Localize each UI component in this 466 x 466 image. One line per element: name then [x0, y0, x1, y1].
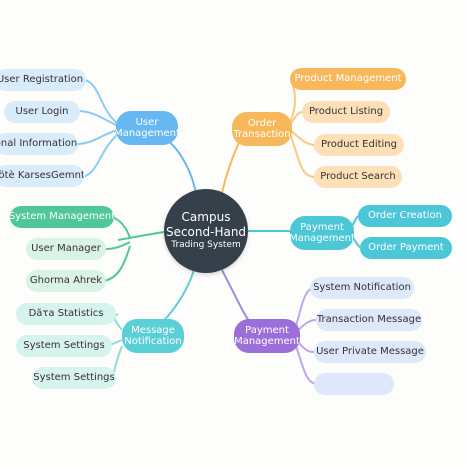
edge-center-system-group — [117, 231, 165, 241]
node-system-notification[interactable]: System Notification — [310, 277, 414, 299]
node-user-manager[interactable]: User Manager — [26, 238, 106, 260]
node-system-settings-2[interactable]: System Settings — [32, 367, 116, 389]
node-order-creation[interactable]: Order Creation — [358, 205, 452, 227]
node-product-search[interactable]: Product Search — [314, 166, 402, 188]
edge-personal-information — [77, 129, 119, 145]
node-empty[interactable] — [314, 373, 394, 395]
edge-product-editing — [289, 129, 315, 146]
central-topic-line1: Campus — [181, 210, 231, 225]
edge-system-management — [111, 216, 131, 239]
edge-center-payment-bottom — [221, 269, 251, 323]
branch-user-management[interactable]: User Management — [116, 111, 178, 145]
node-user-registration[interactable]: User Registration — [0, 69, 86, 91]
edge-product-search — [289, 133, 315, 178]
edge-ghorma-ahrek — [103, 245, 131, 282]
branch-message-notification[interactable]: Message Notification — [122, 319, 184, 353]
branch-payment-management-bottom[interactable]: Payment Management — [234, 319, 300, 353]
edge-center-order-transaction — [221, 139, 241, 194]
branch-order-transaction[interactable]: Order Transaction — [232, 112, 292, 146]
node-product-editing[interactable]: Product Editing — [314, 134, 404, 156]
edge-center-message-notification — [161, 269, 195, 323]
node-user-private-message[interactable]: User Private Message — [314, 341, 426, 363]
node-personal-information[interactable]: onal Information — [0, 133, 78, 155]
node-user-login[interactable]: User Login — [4, 101, 80, 123]
node-profile-management[interactable]: Fötè KarsesGemnt — [0, 165, 84, 187]
central-topic-line3: Trading System — [171, 240, 241, 251]
edge-user-login — [79, 110, 119, 127]
edge-empty-node — [295, 345, 317, 385]
edge-user-manager — [105, 241, 131, 250]
node-order-payment[interactable]: Order Payment — [360, 237, 452, 259]
central-topic-line2: Second-Hand — [165, 225, 247, 240]
node-ghorma-ahrek[interactable]: Ghorma Ahrek — [26, 270, 106, 292]
edge-profile-management — [84, 133, 119, 177]
node-data-statistics[interactable]: Dãτa Statistics — [16, 303, 116, 325]
central-topic[interactable]: Campus Second-Hand Trading System — [164, 189, 248, 273]
node-system-settings-1[interactable]: System Settings — [16, 335, 112, 357]
edge-user-registration — [84, 79, 119, 125]
branch-payment-management-right[interactable]: Payment Management — [290, 216, 354, 250]
node-product-management[interactable]: Product Management — [290, 68, 406, 90]
node-system-management[interactable]: System Management — [10, 206, 114, 228]
node-product-listing[interactable]: Product Listing — [302, 101, 390, 123]
node-transaction-message[interactable]: Transaction Message — [316, 309, 422, 331]
